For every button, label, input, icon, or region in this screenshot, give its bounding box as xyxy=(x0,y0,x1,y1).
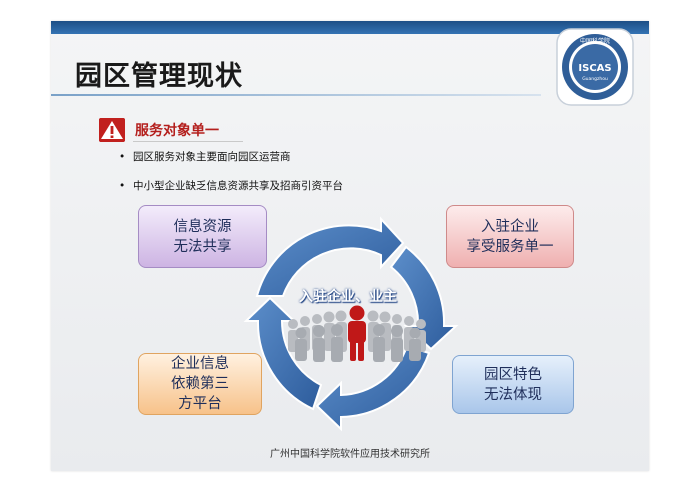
footer-text: 广州中国科学院软件应用技术研究所 xyxy=(270,449,430,460)
box-info-resources: 信息资源 无法共享 xyxy=(138,205,267,268)
center-label: 入驻企业、业主 xyxy=(299,289,397,305)
box-resident-companies: 入驻企业 享受服务单一 xyxy=(446,205,574,268)
logo-text: ISCAS xyxy=(578,63,611,74)
box-company-info: 企业信息 依赖第三 方平台 xyxy=(138,353,262,415)
cycle-arrows xyxy=(243,216,459,432)
bullet-item: • 园区服务对象主要面向园区运营商 xyxy=(119,149,291,164)
people-crowd-icon xyxy=(288,310,426,362)
arrow-top xyxy=(255,216,405,297)
box-line: 方平台 xyxy=(178,396,222,412)
arrow-left xyxy=(243,296,323,411)
slide: 园区管理现状 中国科学院 ISCAS Guangzhou 服务对象单一 • 园区服… xyxy=(51,21,649,471)
box-line: 园区特色 xyxy=(484,366,542,383)
bullet-dot: • xyxy=(119,180,126,192)
arrow-bottom xyxy=(315,344,431,432)
box-line: 依赖第三 xyxy=(171,376,229,392)
title-underline xyxy=(51,94,541,96)
logo-top-text: 中国科学院 xyxy=(580,37,610,45)
warning-icon xyxy=(99,118,125,142)
bullet-text: 园区服务对象主要面向园区运营商 xyxy=(133,151,291,163)
box-line: 无法体现 xyxy=(484,386,542,403)
box-line: 企业信息 xyxy=(171,356,229,372)
bullet-dot: • xyxy=(119,151,126,163)
section-underline xyxy=(133,141,243,142)
box-line: 享受服务单一 xyxy=(466,238,554,255)
box-line: 无法共享 xyxy=(173,238,232,255)
box-line: 入驻企业 xyxy=(481,218,539,235)
arrow-right xyxy=(389,245,459,351)
leader-person-icon xyxy=(348,305,366,361)
iscas-logo: 中国科学院 ISCAS Guangzhou xyxy=(556,28,634,106)
section-title: 服务对象单一 xyxy=(135,123,219,139)
page-title: 园区管理现状 xyxy=(75,61,243,92)
bullet-text: 中小型企业缺乏信息资源共享及招商引资平台 xyxy=(133,180,343,192)
header-bar xyxy=(51,21,649,34)
logo-bottom-text: Guangzhou xyxy=(582,76,608,82)
bullet-item: • 中小型企业缺乏信息资源共享及招商引资平台 xyxy=(119,178,343,193)
box-line: 信息资源 xyxy=(173,218,232,235)
box-park-features: 园区特色 无法体现 xyxy=(452,355,574,414)
